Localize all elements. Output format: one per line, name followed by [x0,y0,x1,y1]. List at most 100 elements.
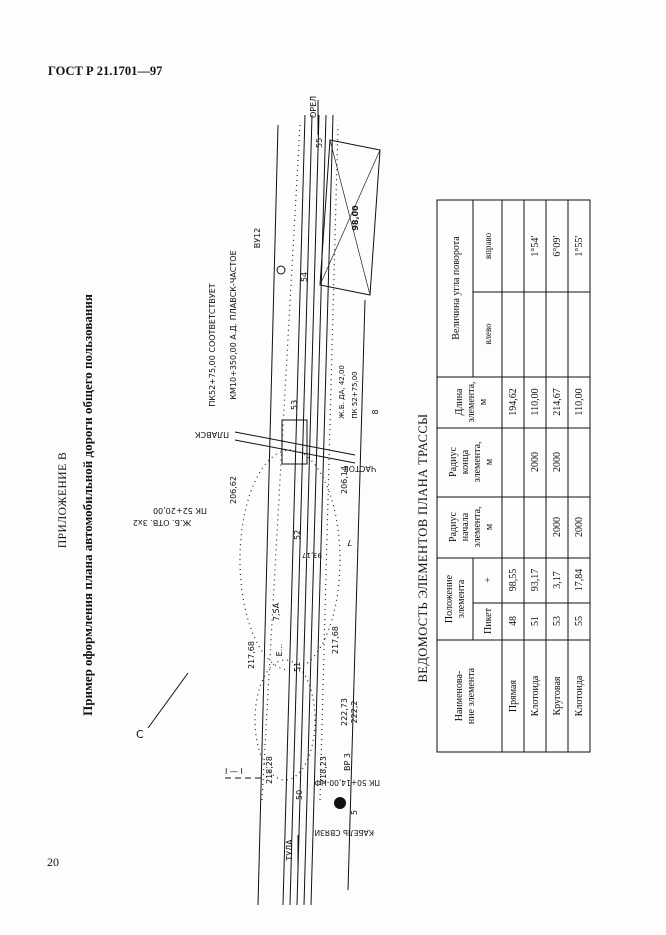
cable-marker [334,797,346,809]
table-cell-name: Прямая [508,680,519,713]
table-cell-length: 110,00 [574,388,585,415]
label-bridge-num: 8 [371,409,380,414]
overpass [281,419,308,465]
label-elev: 206,62 [229,476,238,504]
label-section: I — I [225,767,243,776]
vu-marker [276,265,286,275]
road-edge [282,114,306,906]
label-e: Е... [275,644,284,657]
table-cell-right: 6°09′ [552,235,563,256]
appendix-label: ПРИЛОЖЕНИЕ В [57,452,69,548]
label-orel: ОРЕЛ [309,96,318,118]
label-chastoe: ЧАСТОЕ [344,464,377,473]
label-num: 7 [347,538,352,547]
table-body: Прямая4898,55194,62Клотоида5193,17200011… [508,235,585,716]
interchange-loop [239,449,341,671]
header-radius-start: Радиус [448,512,459,542]
header-radius-end: м [484,458,495,465]
header-length: элемента, [466,381,477,422]
label-width: 7,5А [272,602,281,621]
label-culvert-pk: ПК 52+20,00 [153,506,207,515]
table-cell-radius-start: 2000 [552,517,563,537]
table-cell-picket: 53 [552,616,563,626]
header-name: ние элемента [466,667,477,724]
label-cable-pk: ПК 50+14,00-НФ [314,778,380,787]
elements-table [436,199,591,753]
header-length: м [478,398,489,405]
header-radius-end: элемента, [472,441,483,482]
crossing-road-edge [234,439,356,464]
table-cell-plus: 3,17 [552,571,563,589]
header-radius-end: конца [460,449,471,474]
crossing-road-edge [234,431,356,456]
header-angle: Величина угла поворота [451,236,462,340]
table-cell-name: Круговая [552,676,563,715]
label-elev: 217,68 [247,641,256,669]
standard-number: ГОСТ Р 21.1701—97 [48,64,162,78]
table-cell-radius-end: 2000 [552,452,563,472]
label-elev: 222,73 [340,698,349,726]
label-culvert-type: Ж.Б. ОТВ. 3х2 [133,518,191,527]
header-left: влево [483,323,493,345]
table-cell-right: 1°54′ [530,235,541,256]
table-cell-right: 1°55′ [574,235,585,256]
header-plus: + [483,577,494,583]
label-vu: ВУ12 [253,228,262,249]
label-picket: 51 [293,662,302,672]
header-position: элемента [456,579,467,618]
table-cell-length: 194,62 [508,388,519,416]
label-picket: 53 [290,400,299,410]
table-cell-name: Клотоида [530,675,541,716]
north-arrow [147,672,189,729]
header-name: Наименова- [454,671,465,722]
label-picket: 52 [293,530,302,540]
header-radius-start: начала [460,512,471,541]
table-cell-picket: 51 [530,616,541,626]
label-elev: 217,68 [331,626,340,654]
header-radius-start: м [484,523,495,530]
page-title: Пример оформления плана автомобильной до… [80,294,95,716]
label-bridge-pk: ПК 52+75,00 [351,371,359,418]
row-line-right [347,299,366,891]
label-picket: 55 [315,138,324,148]
table-title: ВЕДОМОСТЬ ЭЛЕМЕНТОВ ПЛАНА ТРАССЫ [416,414,430,683]
road-lane [289,114,313,906]
label-elev: 222,2 [350,701,359,724]
table-cell-picket: 55 [574,616,585,626]
label-cable: КАБЕЛЬ СВЯЗИ [314,828,374,837]
table-cell-plus: 98,55 [508,569,519,592]
header-radius-start: элемента, [472,506,483,547]
header-picket: Пикет [483,607,494,634]
dotted-border-left [261,124,301,801]
table-cell-plus: 93,17 [530,569,541,592]
page-number: 20 [47,855,59,869]
table-cell-plus: 17,84 [574,569,585,592]
label-km-match: КМ10+350,00 А.Д. ПЛАВСК-ЧАСТОЕ [229,250,238,399]
interchange-loop [254,659,316,781]
row-line-left [257,124,279,906]
road-axis [296,114,320,906]
table-cell-name: Клотоида [574,675,585,716]
header-length: Длина [454,388,465,416]
table-cell-length: 110,00 [530,388,541,415]
label-building-dim: 98,00 [351,205,360,231]
label-elev: 218,28 [265,756,274,784]
header-position: Положение [444,574,455,623]
table-cell-radius-end: 2000 [530,452,541,472]
label-pk-match: ПК52+75,00 СООТВЕТСТВУЕТ [208,283,217,406]
road-edge [310,114,334,906]
label-cable-num: 5 [350,810,359,815]
label-north: С [136,728,144,741]
label-elev: 206,14 [340,466,349,494]
label-elev: 218,23 [319,756,328,784]
label-bridge-type: Ж.Б. ДА, 42,00 [338,365,346,419]
road-plan-drawing [147,100,381,906]
label-tula: ТУЛА [285,839,294,862]
label-vr: ВР 3 [343,753,352,771]
table-cell-radius-start: 2000 [574,517,585,537]
label-picket: 54 [300,272,309,282]
label-plus: 93,17 [302,551,322,559]
building-cross-line [319,149,381,286]
